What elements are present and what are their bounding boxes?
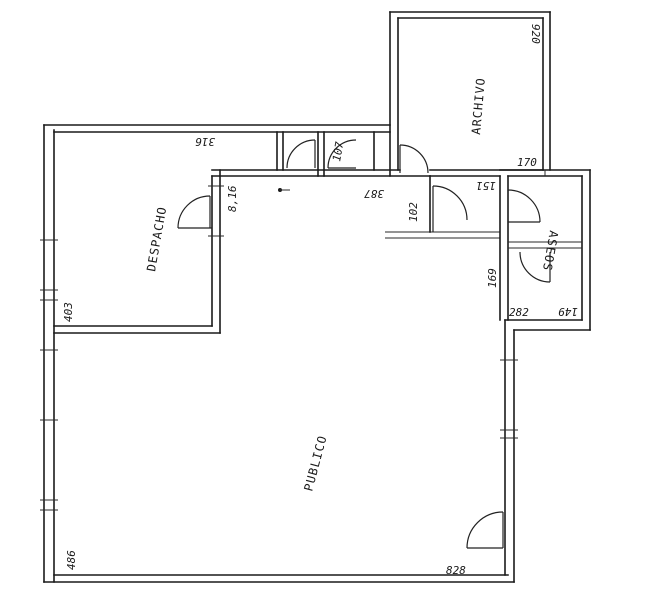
dimension-aseos-left: 169	[486, 268, 499, 288]
openings	[40, 185, 518, 511]
dimension-publico-bottom: 828	[446, 564, 466, 577]
room-label-archivo: ARCHIVO	[469, 77, 488, 136]
room-label-aseos: ASEOS	[540, 229, 561, 272]
room-label-publico: PUBLICO	[301, 434, 329, 493]
dimension-aseos-bottom: 149	[558, 305, 578, 318]
dimension-despacho-top: 316	[195, 135, 216, 148]
walls	[43, 11, 591, 583]
dimension-aseos-bottom-left: 282	[509, 306, 529, 319]
dimension-archivo-bottom: 170	[517, 156, 537, 169]
dimension-corridor-a: 107	[330, 140, 346, 162]
dimension-archivo-right: 920	[529, 24, 542, 44]
dimension-despacho-right: 8,16	[226, 185, 239, 212]
doors	[177, 139, 551, 549]
dimension-corridor-b: 387	[364, 187, 385, 200]
dimension-corridor-c: 102	[407, 202, 420, 222]
dimension-corridor-d: 151	[476, 179, 496, 192]
room-label-despacho: DESPACHO	[144, 205, 169, 272]
dimension-publico-left: 486	[65, 550, 78, 570]
dimension-despacho-left: 403	[62, 302, 75, 322]
